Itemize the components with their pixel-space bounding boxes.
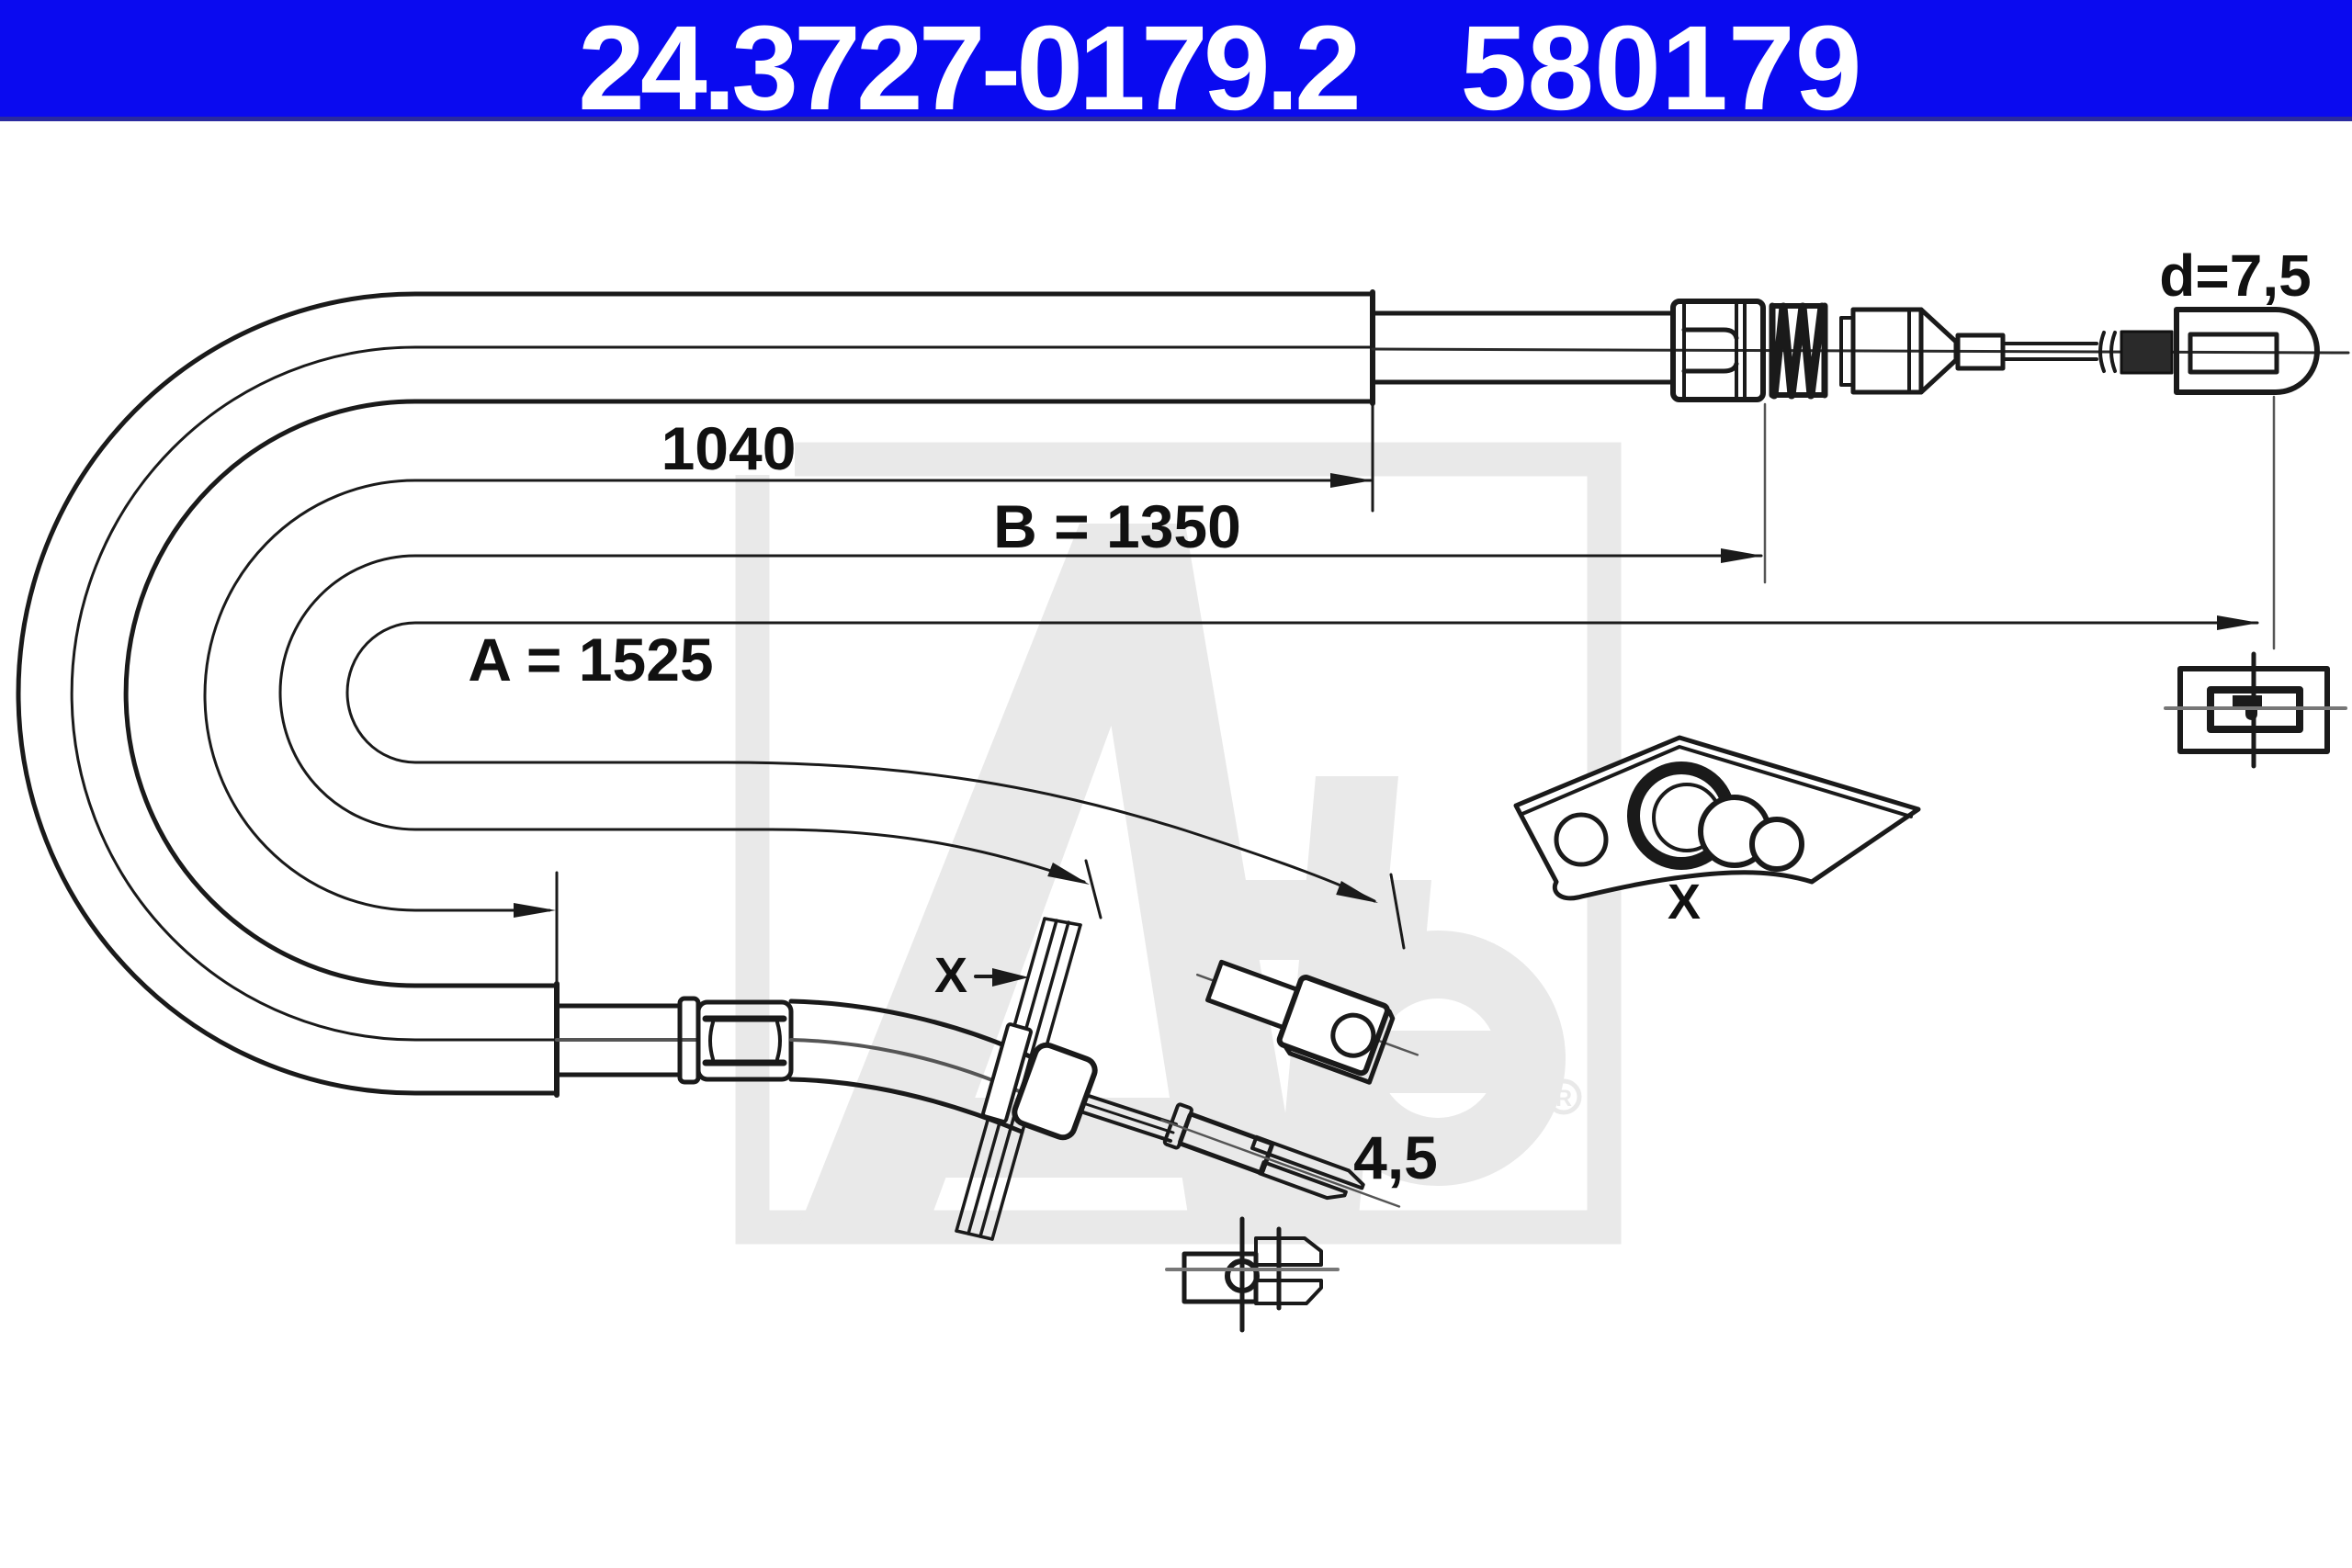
svg-text:R: R: [1555, 1086, 1572, 1111]
svg-text:4,5: 4,5: [1353, 1123, 1438, 1191]
svg-text:d=7,5: d=7,5: [2159, 243, 2311, 309]
svg-text:580179: 580179: [1460, 0, 1861, 135]
svg-text:X: X: [1668, 874, 1701, 930]
svg-text:1040: 1040: [662, 414, 797, 482]
svg-text:X: X: [934, 948, 967, 1003]
svg-text:24.3727-0179.2: 24.3727-0179.2: [578, 0, 1357, 135]
svg-text:B = 1350: B = 1350: [993, 492, 1241, 560]
svg-text:A = 1525: A = 1525: [468, 626, 713, 694]
